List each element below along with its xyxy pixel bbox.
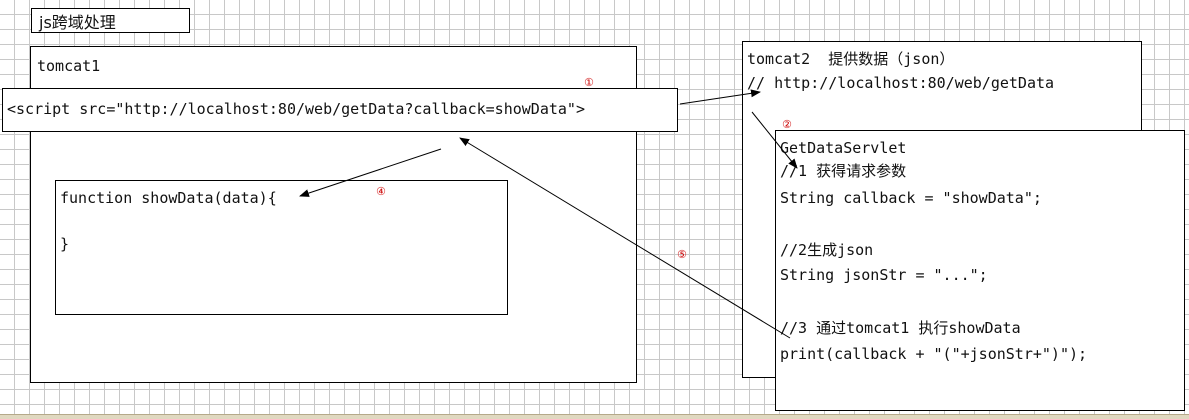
servlet-line: String jsonStr = "..."; (780, 266, 988, 284)
script-tag-box: <script src="http://localhost:80/web/get… (2, 88, 678, 132)
function-closing-brace: } (60, 235, 70, 253)
servlet-line: print(callback + "("+jsonStr+")"); (780, 345, 1088, 363)
bottom-rule (0, 414, 1189, 419)
diagram-title: js跨域处理 (39, 13, 116, 32)
showdata-function-box: function showData(data){ } (55, 180, 508, 315)
getdata-servlet-box: GetDataServlet //1 获得请求参数 String callbac… (775, 130, 1185, 411)
arrow-script-to-tomcat2 (679, 89, 761, 105)
servlet-line: String callback = "showData"; (780, 189, 1042, 207)
servlet-line: //2生成json (780, 241, 874, 259)
servlet-line: //1 获得请求参数 (780, 162, 907, 180)
diagram-title-box: js跨域处理 (31, 8, 190, 33)
step-marker-1: ① (584, 76, 594, 89)
tomcat2-label: tomcat2 提供数据（json） (747, 50, 955, 68)
step-marker-5: ⑤ (677, 248, 687, 261)
arrow-response-to-function (299, 148, 442, 197)
servlet-name: GetDataServlet (780, 139, 907, 157)
servlet-line: //3 通过tomcat1 执行showData (780, 319, 1021, 337)
function-signature: function showData(data){ (60, 189, 277, 207)
script-tag-text: <script src="http://localhost:80/web/get… (7, 100, 585, 118)
arrow-servlet-to-script (459, 137, 791, 339)
tomcat2-url-comment: // http://localhost:80/web/getData (747, 74, 1055, 92)
step-marker-2: ② (782, 118, 792, 131)
tomcat1-label: tomcat1 (37, 57, 101, 75)
step-marker-4: ④ (376, 185, 386, 198)
arrow-tomcat2-to-servlet (751, 111, 798, 169)
